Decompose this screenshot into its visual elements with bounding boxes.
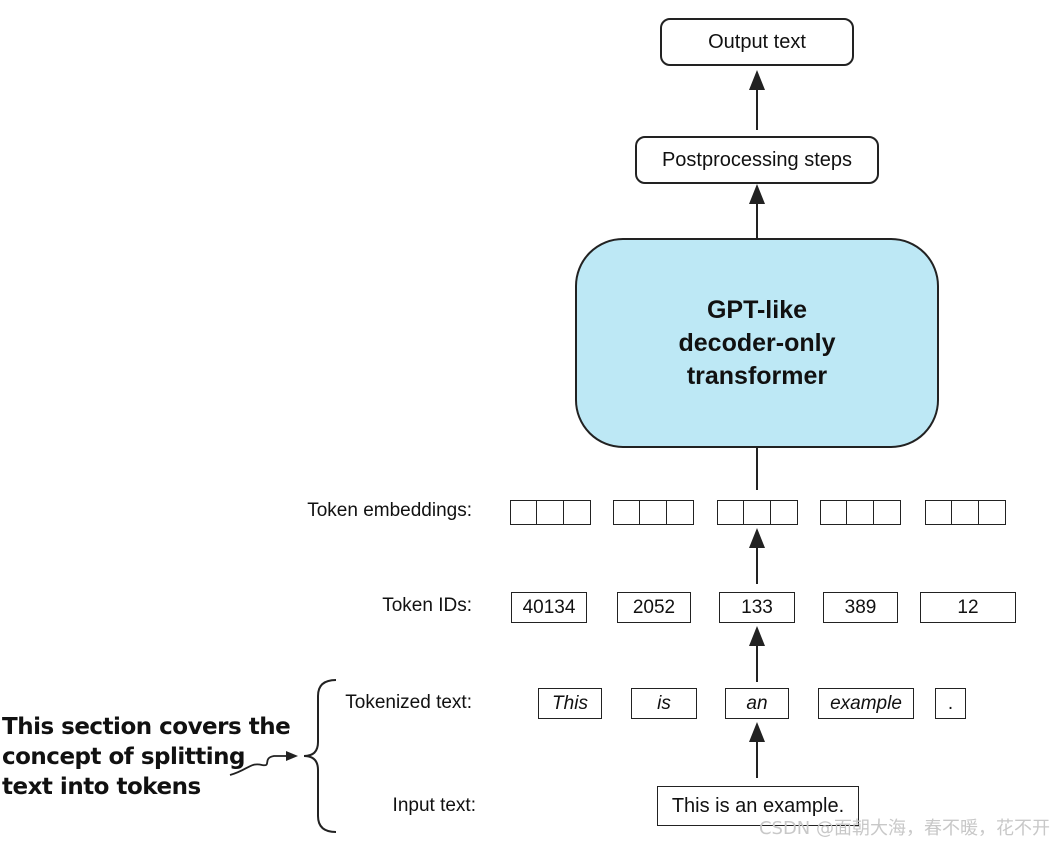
token-id-box: 12 <box>920 592 1016 623</box>
embedding-vector <box>510 500 591 525</box>
output-text-label: Output text <box>708 30 806 53</box>
callout-line2: concept of splitting <box>2 744 245 770</box>
input-text-value: This is an example. <box>671 794 845 817</box>
callout-arrowhead <box>286 751 298 761</box>
embedding-cell <box>613 500 641 525</box>
embedding-cell <box>769 500 798 525</box>
token-id-box: 133 <box>719 592 795 623</box>
token-id-value: 2052 <box>632 596 676 618</box>
embedding-cell <box>951 500 980 525</box>
token-id-value: 12 <box>957 596 979 618</box>
token-text: an <box>746 692 768 714</box>
postprocessing-label: Postprocessing steps <box>661 148 853 171</box>
input-text-box: This is an example. <box>657 786 859 826</box>
model-title-line2: decoder-only <box>678 328 836 357</box>
token-id-box: 389 <box>823 592 898 623</box>
embedding-cell <box>717 500 745 525</box>
token-text: is <box>657 692 671 714</box>
token-box: is <box>631 688 697 719</box>
input-text-label: Input text: <box>392 795 476 816</box>
embedding-cell <box>977 500 1006 525</box>
embedding-cell <box>536 500 565 525</box>
token-id-box: 40134 <box>511 592 587 623</box>
callout-line3: text into tokens <box>2 774 201 800</box>
embedding-cell <box>562 500 591 525</box>
embedding-cell <box>820 500 848 525</box>
model-title-line3: transformer <box>686 361 828 390</box>
embedding-cell <box>665 500 694 525</box>
token-box: example <box>818 688 914 719</box>
token-id-value: 40134 <box>522 596 576 618</box>
embedding-vector <box>613 500 694 525</box>
embedding-cell <box>925 500 953 525</box>
section-callout: This section covers the concept of split… <box>2 712 291 802</box>
model-title-line1: GPT-like <box>706 295 808 324</box>
embedding-cell <box>872 500 901 525</box>
callout-line1: This section covers the <box>2 714 291 740</box>
token-embeddings-label: Token embeddings: <box>307 500 472 521</box>
curly-brace <box>303 679 337 833</box>
token-text: example <box>830 692 902 714</box>
token-box: This <box>538 688 602 719</box>
token-box: an <box>725 688 789 719</box>
token-box: . <box>935 688 966 719</box>
output-text-box: Output text <box>660 18 854 66</box>
callout-arrow <box>229 755 286 776</box>
token-ids-label: Token IDs: <box>382 595 472 616</box>
token-id-box: 2052 <box>617 592 691 623</box>
embedding-cell <box>846 500 875 525</box>
embedding-cell <box>743 500 772 525</box>
token-text: . <box>947 692 954 714</box>
token-id-value: 133 <box>741 596 773 618</box>
watermark: CSDN @面朝大海，春不暖，花不开 <box>758 818 1050 839</box>
tokenized-text-label: Tokenized text: <box>345 692 472 713</box>
postprocessing-box: Postprocessing steps <box>635 136 879 184</box>
gpt-model-box: GPT-like decoder-only transformer <box>575 238 939 448</box>
embedding-cell <box>510 500 538 525</box>
embedding-vector <box>820 500 901 525</box>
embedding-cell <box>639 500 668 525</box>
token-text: This <box>552 692 588 714</box>
token-id-value: 389 <box>844 596 877 618</box>
embedding-vector <box>925 500 1006 525</box>
embedding-vector <box>717 500 798 525</box>
